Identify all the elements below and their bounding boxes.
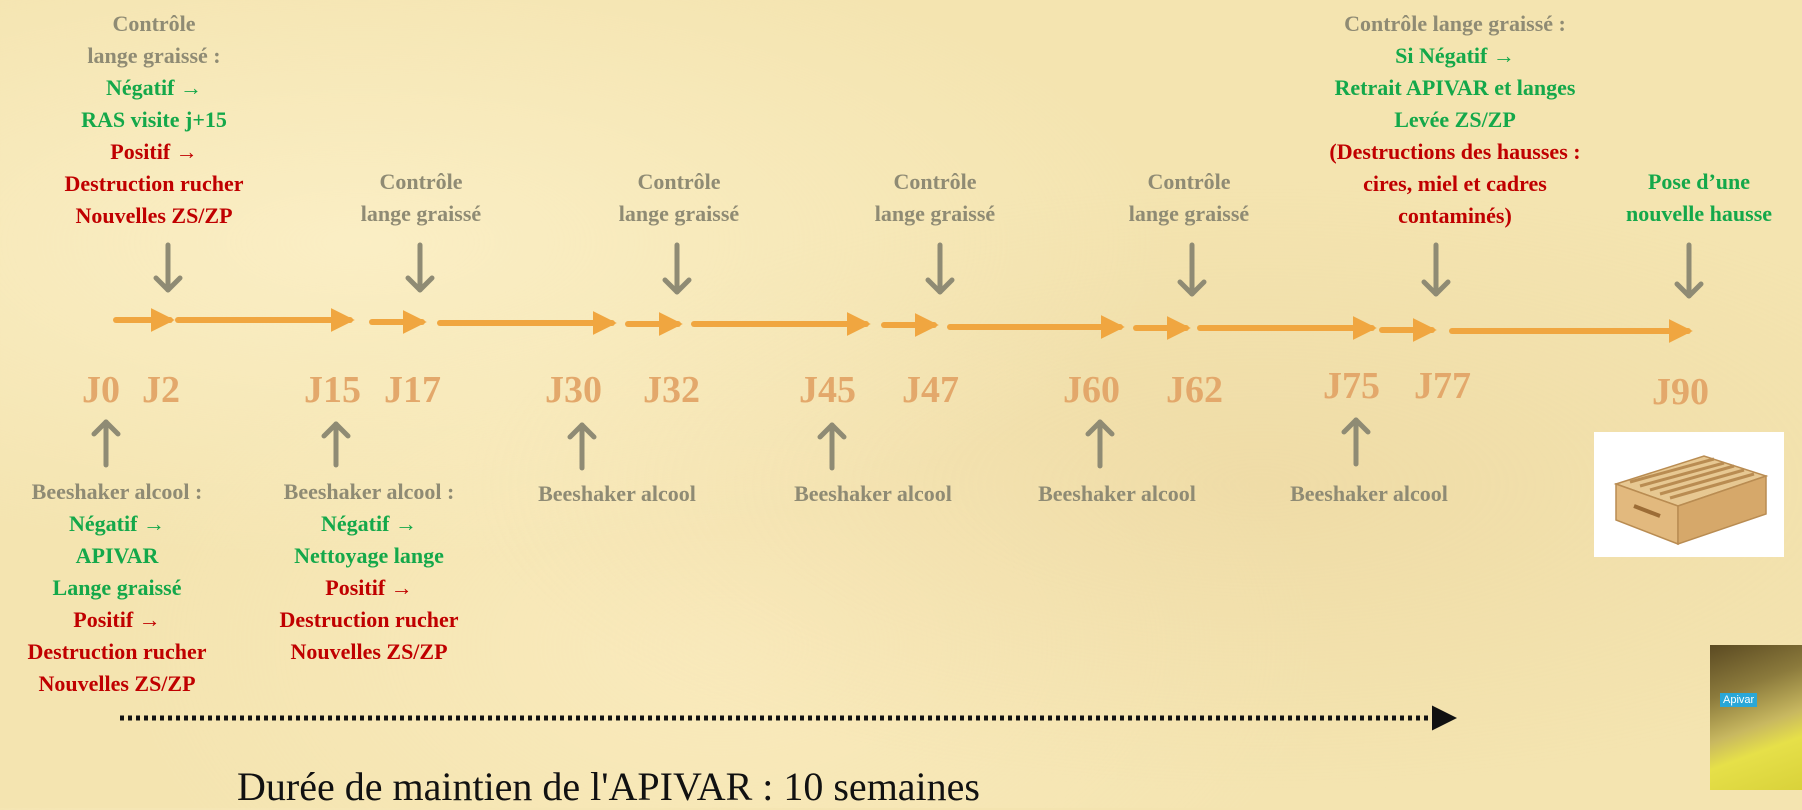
annotation-line: Levée ZS/ZP <box>1394 107 1516 132</box>
top-annotation-j60: Contrôle lange graissé <box>1104 166 1274 230</box>
annotation-line: cires, miel et cadres <box>1363 171 1547 196</box>
bottom-annotation-j60: Beeshaker alcool <box>1012 478 1222 510</box>
bottom-annotation-j15: Beeshaker alcool : Négatif → Nettoyage lan… <box>254 476 484 668</box>
up-arrow-icon <box>1085 419 1115 469</box>
top-annotation-j30: Contrôle lange graissé <box>594 166 764 230</box>
top-annotation-j0: Contrôle lange graissé : Négatif → RAS visi… <box>23 8 285 232</box>
annotation-line: Contrôle <box>637 169 721 194</box>
annotation-line: nouvelle hausse <box>1625 201 1773 226</box>
timeline-arrows <box>113 308 1693 343</box>
annotation-line: lange graissé <box>1128 201 1250 226</box>
annotation-line: lange graissé <box>874 201 996 226</box>
hive-super-image <box>1594 432 1784 557</box>
day-label: J17 <box>384 369 441 411</box>
annotation-line: Beeshaker alcool <box>1038 481 1196 506</box>
annotation-line: Négatif → <box>321 511 417 536</box>
annotation-line: Destruction rucher <box>27 639 207 664</box>
down-arrow-icon <box>925 242 955 295</box>
annotation-line: Beeshaker alcool : <box>31 479 203 504</box>
up-arrow-icon <box>1341 417 1371 467</box>
duration-caption: Durée de maintien de l'APIVAR : 10 semai… <box>237 764 980 809</box>
bottom-annotation-j30: Beeshaker alcool <box>512 478 722 510</box>
annotation-line: Nouvelles ZS/ZP <box>290 639 448 664</box>
hive-super-icon <box>1613 455 1769 546</box>
apivar-photo: Apivar <box>1710 645 1802 790</box>
day-label: J30 <box>545 369 602 411</box>
annotation-line: Destruction rucher <box>64 171 244 196</box>
annotation-line: Négatif → <box>69 511 165 536</box>
up-arrow-icon <box>567 422 597 471</box>
annotation-line: APIVAR <box>75 543 159 568</box>
annotation-line: Nouvelles ZS/ZP <box>38 671 196 696</box>
annotation-line: RAS visite j+15 <box>81 107 227 132</box>
annotation-line: lange graissé <box>618 201 740 226</box>
annotation-line: Beeshaker alcool : <box>283 479 455 504</box>
annotation-line: Contrôle <box>379 169 463 194</box>
down-arrow-icon <box>153 242 183 293</box>
annotation-line: Beeshaker alcool <box>794 481 952 506</box>
down-arrow-icon <box>662 242 692 295</box>
day-label: J77 <box>1414 365 1471 407</box>
top-annotation-j90: Pose d’une nouvelle hausse <box>1600 166 1798 230</box>
annotation-line: Nettoyage lange <box>294 543 444 568</box>
day-label: J62 <box>1166 369 1223 411</box>
annotation-line: Contrôle <box>893 169 977 194</box>
down-arrow-icon <box>405 242 435 293</box>
annotation-line: (Destructions des hausses : <box>1329 139 1581 164</box>
annotation-line: lange graissé : <box>87 43 221 68</box>
annotation-line: Contrôle lange graissé : <box>1344 11 1566 36</box>
annotation-line: Si Négatif → <box>1395 43 1515 68</box>
annotation-line: contaminés) <box>1398 203 1512 228</box>
day-label: J15 <box>304 369 361 411</box>
top-annotation-j15: Contrôle lange graissé <box>336 166 506 230</box>
annotation-line: Retrait APIVAR et langes <box>1334 75 1576 100</box>
down-arrow-icon <box>1177 242 1207 297</box>
down-arrow-icon <box>1674 242 1704 299</box>
bottom-annotation-j75: Beeshaker alcool <box>1264 478 1474 510</box>
bottom-annotation-j0: Beeshaker alcool : Négatif → APIVAR Lange g… <box>0 476 234 700</box>
control-markers <box>153 242 1704 299</box>
annotation-line: Nouvelles ZS/ZP <box>75 203 233 228</box>
top-annotation-j75: Contrôle lange graissé : Si Négatif → Retr… <box>1290 8 1620 232</box>
apivar-label: Apivar <box>1720 693 1758 707</box>
day-label: J2 <box>142 369 180 411</box>
day-label: J75 <box>1323 365 1380 407</box>
day-label: J32 <box>643 369 700 411</box>
day-label: J90 <box>1652 371 1709 413</box>
annotation-line: Positif → <box>73 607 161 632</box>
down-arrow-icon <box>1421 242 1451 297</box>
beeshaker-markers <box>91 417 1371 471</box>
day-label: J0 <box>82 369 120 411</box>
annotation-line: Contrôle <box>112 11 196 36</box>
day-label: J45 <box>799 369 856 411</box>
annotation-line: Négatif → <box>106 75 202 100</box>
annotation-line: Destruction rucher <box>279 607 459 632</box>
annotation-line: lange graissé <box>360 201 482 226</box>
up-arrow-icon <box>321 421 351 468</box>
annotation-line: Positif → <box>110 139 198 164</box>
up-arrow-icon <box>91 419 121 468</box>
annotation-line: Positif → <box>325 575 413 600</box>
up-arrow-icon <box>817 422 847 471</box>
top-annotation-j45: Contrôle lange graissé <box>850 166 1020 230</box>
bottom-annotation-j45: Beeshaker alcool <box>768 478 978 510</box>
annotation-line: Contrôle <box>1147 169 1231 194</box>
annotation-line: Pose d’une <box>1647 169 1751 194</box>
annotation-line: Beeshaker alcool <box>538 481 696 506</box>
annotation-line: Beeshaker alcool <box>1290 481 1448 506</box>
day-label: J47 <box>902 369 959 411</box>
annotation-line: Lange graissé <box>52 575 182 600</box>
day-label: J60 <box>1063 369 1120 411</box>
